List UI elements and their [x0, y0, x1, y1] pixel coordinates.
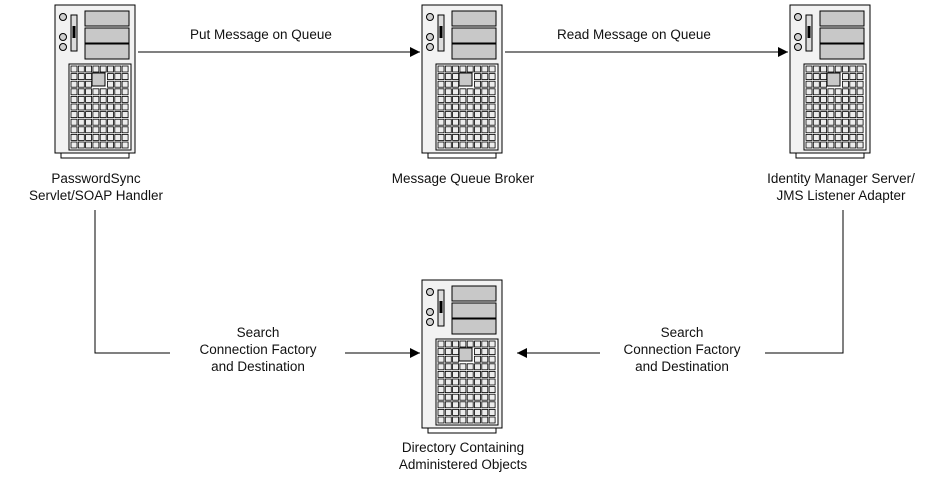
led-icon	[426, 288, 434, 296]
drive-bay-icon	[819, 10, 865, 27]
led-icon	[59, 43, 67, 51]
edge-label-search-right-line-3: and Destination	[635, 359, 729, 374]
edge-label-search-left-line-1: Search	[236, 325, 280, 340]
node-label-idm: Identity Manager Server/ JMS Listener Ad…	[735, 170, 947, 204]
drive-bay-icon	[451, 285, 497, 302]
led-icon	[59, 33, 67, 41]
node-label-passwordsync-line-1: PasswordSync	[51, 171, 141, 186]
node-label-directory: Directory Containing Administered Object…	[363, 439, 563, 473]
led-icon	[426, 33, 434, 41]
connector-block-icon	[458, 347, 473, 362]
led-icon	[426, 43, 434, 51]
server-directory	[421, 279, 503, 434]
led-icon	[426, 308, 434, 316]
led-icon	[794, 43, 802, 51]
node-label-broker-line-1: Message Queue Broker	[391, 171, 535, 186]
led-icon	[794, 13, 802, 21]
led-icon	[794, 33, 802, 41]
arrow-search-left	[94, 210, 170, 354]
led-icon	[59, 13, 67, 21]
edge-label-read-message: Read Message on Queue	[557, 27, 711, 42]
edge-label-search-right-line-2: Connection Factory	[623, 342, 741, 357]
drive-bay-icon	[84, 10, 130, 27]
drive-bay-icon	[451, 27, 497, 44]
node-label-passwordsync: PasswordSync Servlet/SOAP Handler	[0, 170, 192, 204]
drive-bay-icon	[451, 10, 497, 27]
node-label-passwordsync-line-2: Servlet/SOAP Handler	[28, 188, 164, 203]
drive-bay-icon	[451, 43, 497, 60]
drive-bay-icon	[84, 43, 130, 60]
edge-label-search-right-line-1: Search	[660, 325, 704, 340]
edge-label-search-left-line-2: Connection Factory	[199, 342, 317, 357]
drive-bay-icon	[451, 318, 497, 335]
server-passwordsync	[54, 4, 136, 159]
arrow-search-right	[765, 210, 844, 354]
drive-bay-icon	[819, 43, 865, 60]
node-label-idm-line-1: Identity Manager Server/	[767, 171, 915, 186]
drive-bay-icon	[819, 27, 865, 44]
edge-label-search-right: Search Connection Factory and Destinatio…	[602, 324, 762, 375]
connector-block-icon	[91, 72, 106, 87]
drive-bay-icon	[84, 27, 130, 44]
node-label-broker: Message Queue Broker	[363, 170, 563, 187]
server-message-queue-broker	[421, 4, 503, 159]
node-label-directory-line-1: Directory Containing	[401, 440, 525, 455]
edge-label-put-message: Put Message on Queue	[190, 27, 332, 42]
led-icon	[426, 13, 434, 21]
edge-label-search-left: Search Connection Factory and Destinatio…	[178, 324, 338, 375]
led-icon	[426, 318, 434, 326]
node-label-directory-line-2: Administered Objects	[398, 457, 528, 472]
connector-block-icon	[826, 72, 841, 87]
server-identity-manager	[789, 4, 871, 159]
connector-block-icon	[458, 72, 473, 87]
edge-label-search-left-line-3: and Destination	[211, 359, 305, 374]
node-label-idm-line-2: JMS Listener Adapter	[776, 188, 906, 203]
drive-bay-icon	[451, 302, 497, 319]
